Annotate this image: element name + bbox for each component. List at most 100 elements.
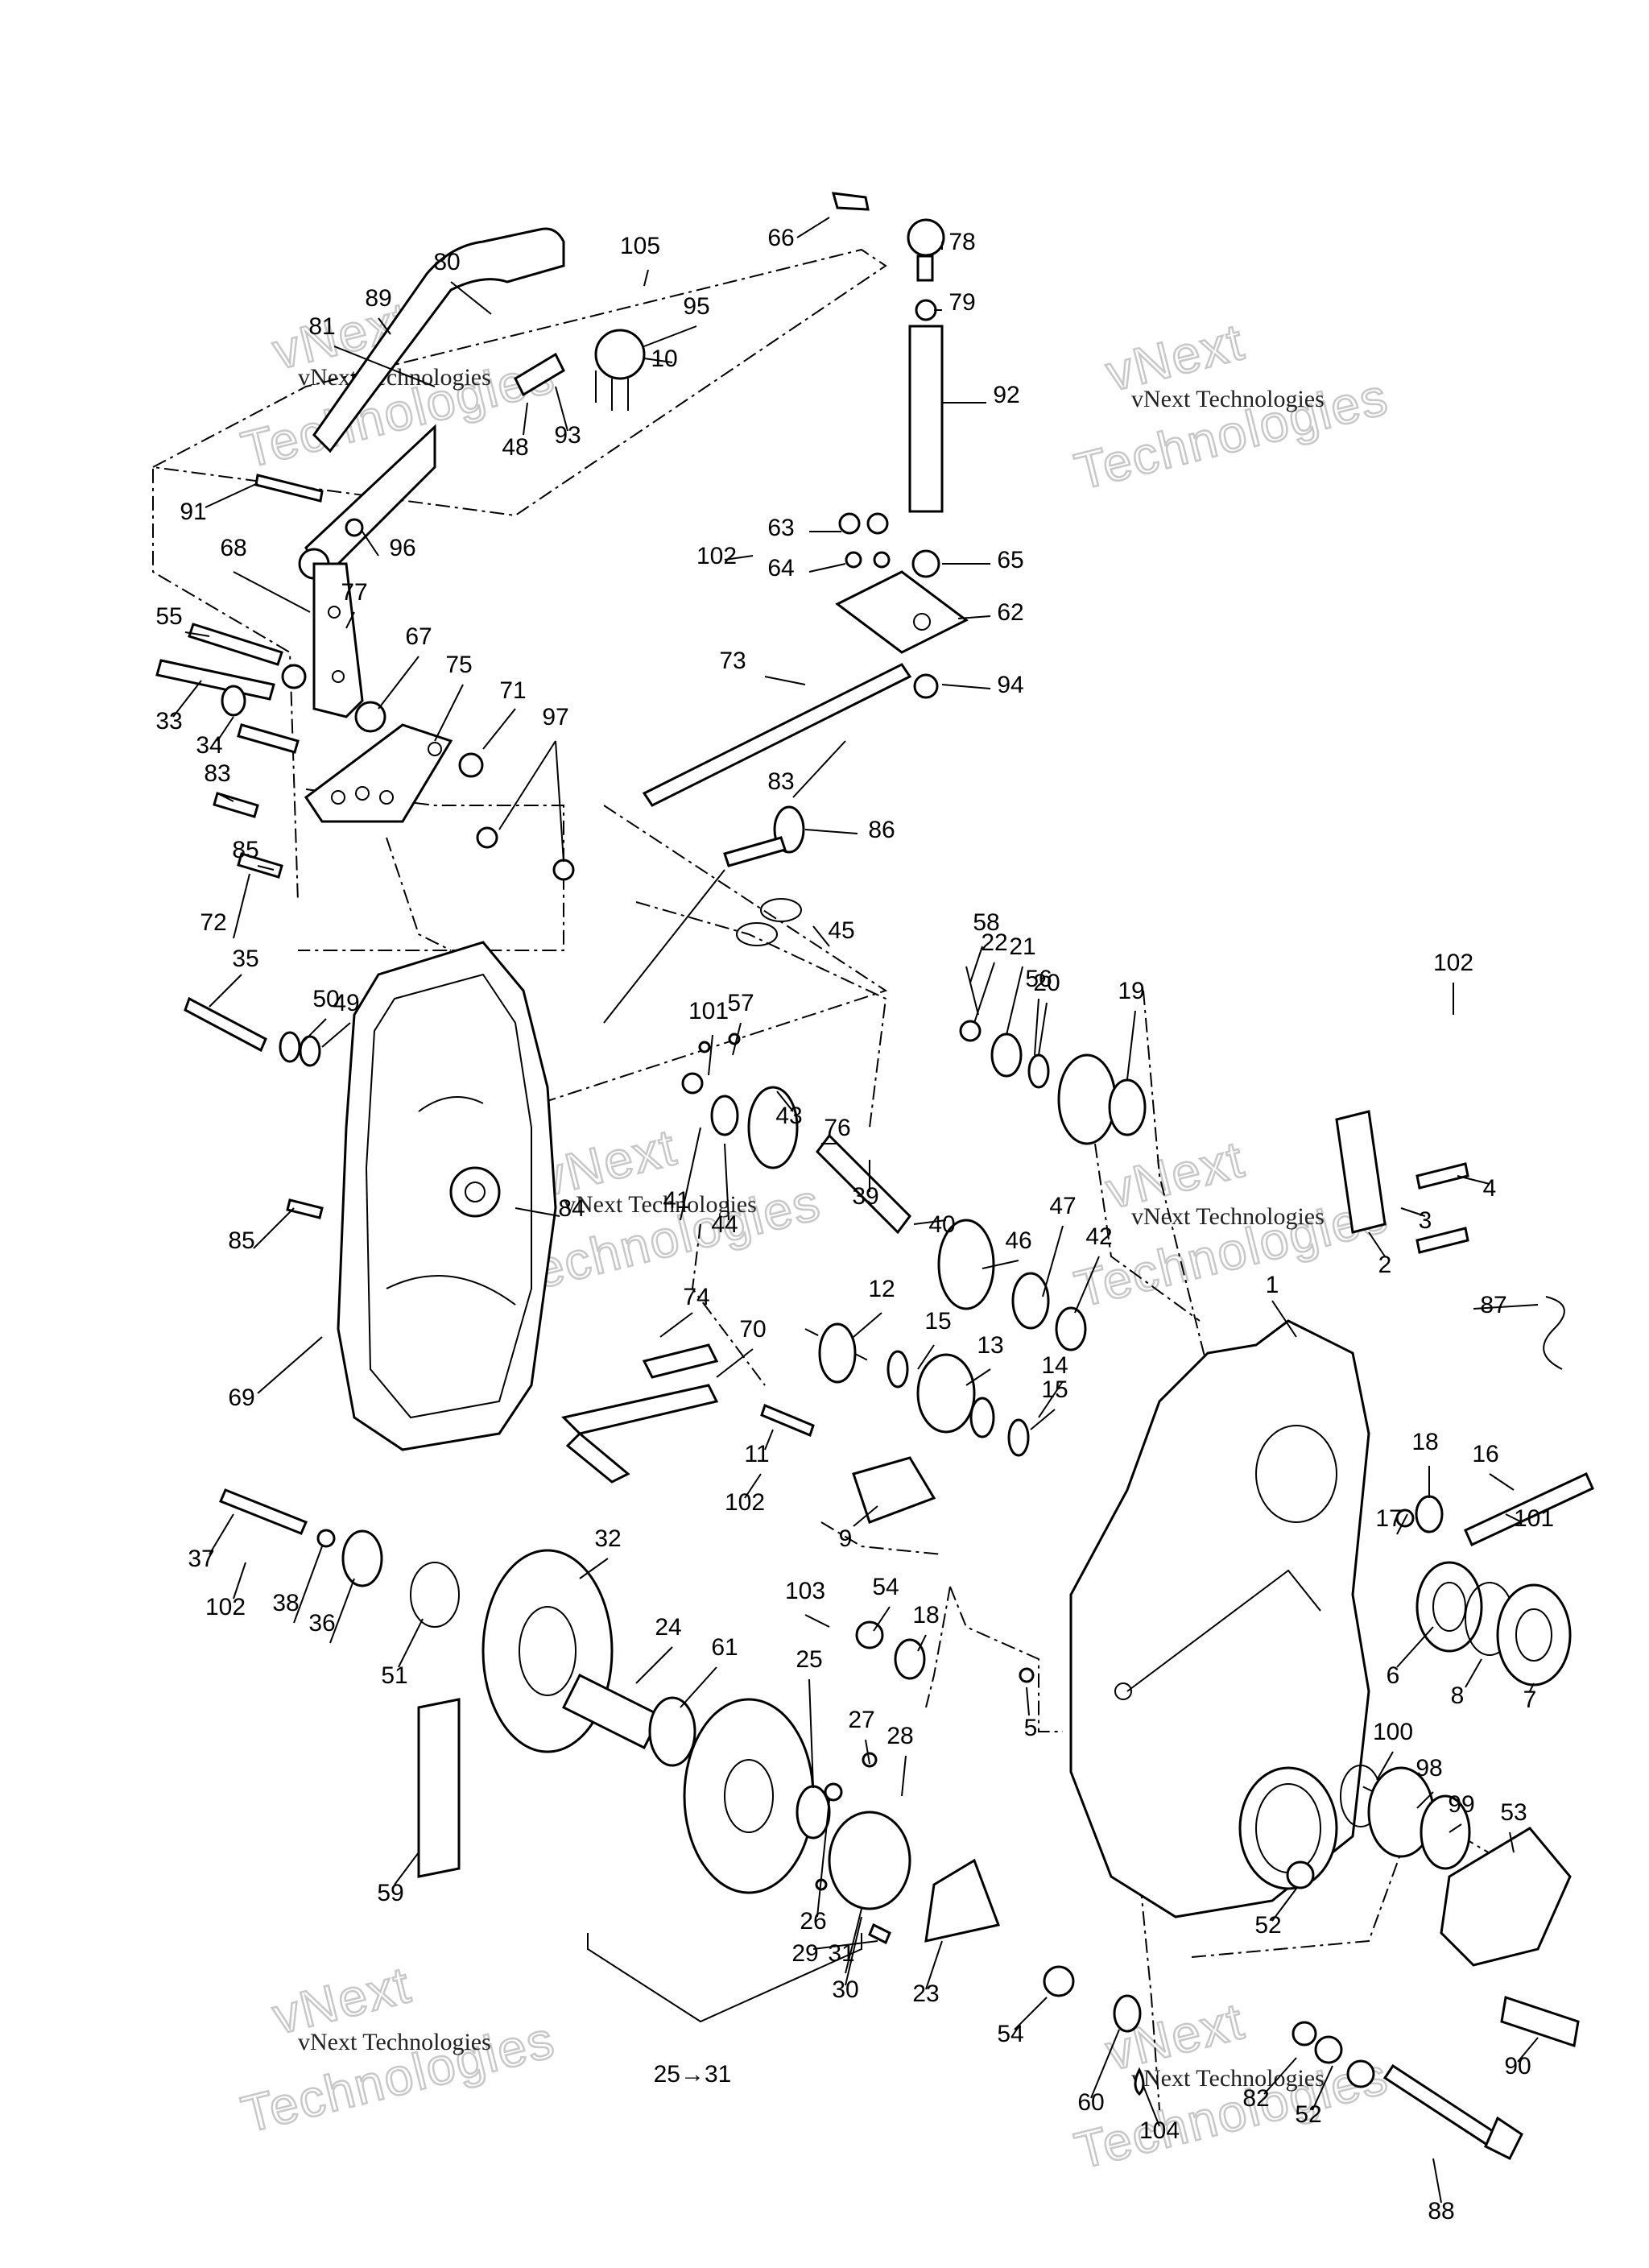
callout-46: 46: [1005, 1227, 1031, 1254]
leader-line: [1271, 1888, 1297, 1922]
leader-line: [853, 1312, 882, 1338]
callout-15: 15: [1041, 1376, 1068, 1403]
leader-line: [184, 631, 210, 637]
callout-13: 13: [977, 1332, 1003, 1359]
callout-52: 52: [1295, 2101, 1321, 2128]
callout-51: 51: [381, 1662, 407, 1689]
leader-line: [643, 358, 673, 363]
callout-18: 18: [912, 1602, 939, 1629]
callout-8: 8: [1451, 1682, 1465, 1709]
shift-shaft: [642, 663, 912, 807]
callout-93: 93: [554, 422, 581, 449]
leader-line: [1090, 2029, 1120, 2099]
callout-23: 23: [912, 1980, 939, 2007]
leader-line: [796, 217, 830, 238]
leader-line: [1038, 1380, 1064, 1418]
callout-84: 84: [558, 1195, 585, 1222]
shift-fork-9: [852, 1456, 936, 1524]
callout-45: 45: [828, 917, 854, 944]
callout-92: 92: [993, 382, 1019, 408]
shift-handle: [312, 227, 565, 453]
leader-line: [724, 555, 754, 561]
callout-91: 91: [180, 499, 206, 525]
leader-line: [378, 656, 419, 710]
leader-line: [901, 1755, 907, 1797]
callout-6: 6: [1387, 1662, 1400, 1689]
callout-86: 86: [868, 817, 895, 843]
leader-line: [1529, 1682, 1535, 1692]
leader-line: [1143, 2085, 1160, 2127]
callout-101: 101: [688, 998, 729, 1024]
mount-plate: [304, 723, 453, 823]
watermark-text: vNext Technologies: [298, 364, 491, 391]
callout-63: 63: [767, 515, 794, 541]
leader-line: [708, 1034, 713, 1076]
leader-line: [1312, 2065, 1333, 2111]
leader-line: [853, 1505, 878, 1527]
shift-fork-70: [561, 1384, 719, 1435]
callout-11: 11: [744, 1441, 769, 1467]
leader-line: [812, 1940, 878, 1950]
callout-19: 19: [1118, 978, 1144, 1004]
callout-12: 12: [868, 1276, 895, 1302]
leader-line: [205, 482, 258, 508]
leader-line: [321, 1022, 351, 1048]
callout-38: 38: [272, 1590, 299, 1616]
leader-line: [345, 611, 355, 629]
callout-2: 2: [1378, 1252, 1392, 1278]
leader-line: [217, 716, 234, 742]
callout-43: 43: [775, 1103, 802, 1129]
callout-22: 22: [981, 929, 1007, 956]
leader-line: [1030, 1409, 1056, 1430]
leader-line: [1457, 1175, 1490, 1185]
leader-line: [1400, 1207, 1426, 1217]
callout-9: 9: [839, 1525, 853, 1552]
callout-79: 79: [948, 289, 975, 316]
callout-81: 81: [308, 313, 335, 340]
callout-99: 99: [1448, 1791, 1474, 1818]
parts: [155, 192, 1594, 2161]
leader-line: [579, 1558, 609, 1579]
leader-line: [1432, 2158, 1442, 2204]
leader-line: [804, 1614, 830, 1628]
callout-50: 50: [312, 986, 339, 1012]
leader-line: [808, 1678, 814, 1789]
callout-64: 64: [767, 555, 794, 581]
leader-line: [925, 1940, 943, 1990]
link-plate: [312, 562, 364, 718]
callout-72: 72: [200, 909, 226, 936]
callout-47: 47: [1049, 1193, 1076, 1219]
leader-line: [1396, 1626, 1434, 1668]
callout-97: 97: [542, 704, 568, 730]
leader-line: [233, 1562, 246, 1600]
callout-75: 75: [445, 652, 472, 678]
leader-line: [680, 1666, 717, 1708]
leader-line: [845, 1916, 862, 1986]
leader-line: [982, 1260, 1019, 1269]
callout-37: 37: [188, 1546, 214, 1572]
callout-82: 82: [1242, 2085, 1269, 2112]
callout-70: 70: [739, 1316, 766, 1343]
callout-57: 57: [727, 990, 754, 1016]
callout-89: 89: [365, 285, 391, 312]
leader-line: [732, 1022, 742, 1056]
leader-line: [1368, 1231, 1386, 1257]
callout-42: 42: [1085, 1223, 1112, 1250]
leader-line: [1509, 1831, 1515, 1853]
leader-line: [812, 925, 830, 947]
callout-74: 74: [683, 1284, 709, 1310]
leader-line: [498, 740, 556, 830]
leader-line: [1517, 2037, 1539, 2063]
callout-102: 102: [1433, 950, 1473, 976]
watermark-text: vNext Technologies: [564, 1191, 757, 1218]
leader-line: [969, 946, 983, 983]
leader-line: [764, 676, 806, 685]
callout-88: 88: [1428, 2198, 1454, 2225]
leader-line: [913, 1219, 947, 1225]
leader-line: [515, 1207, 560, 1217]
leader-line: [816, 1799, 830, 1918]
leader-line: [333, 346, 436, 387]
leader-line: [744, 1473, 762, 1499]
shift-rod: [908, 325, 944, 513]
